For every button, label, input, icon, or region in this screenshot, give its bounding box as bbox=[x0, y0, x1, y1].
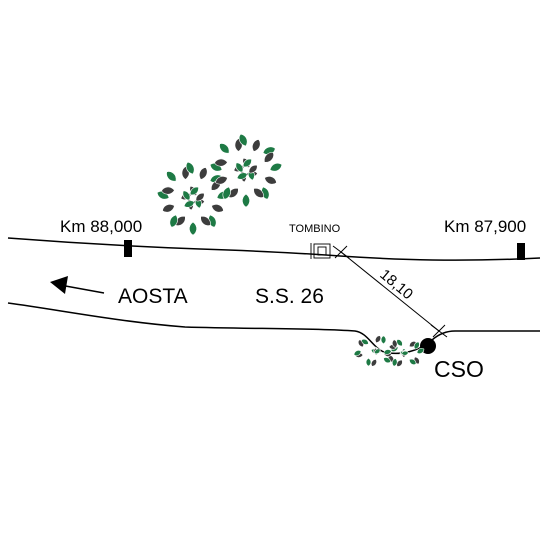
shrub-icon bbox=[353, 335, 399, 367]
arrow-left-icon bbox=[50, 276, 105, 294]
measure-tick-top bbox=[332, 245, 350, 259]
km-87900-label: Km 87,900 bbox=[444, 217, 526, 236]
road-lower-edge bbox=[7, 302, 540, 355]
shrub-icon bbox=[383, 339, 425, 367]
tree-canopy-icon bbox=[209, 133, 283, 208]
km-88000-post bbox=[124, 240, 132, 257]
measure-tick-bottom bbox=[430, 324, 448, 338]
culvert-icon bbox=[310, 243, 331, 259]
km-87900-post bbox=[517, 243, 525, 260]
distance-line bbox=[340, 251, 440, 332]
direction-label: AOSTA bbox=[118, 285, 188, 308]
distance-label: 18,10 bbox=[376, 266, 416, 303]
road-label: S.S. 26 bbox=[255, 285, 324, 308]
station-label: CSO bbox=[434, 356, 484, 382]
km-88000-label: Km 88,000 bbox=[60, 217, 142, 236]
culvert-label: TOMBINO bbox=[289, 223, 341, 235]
tree-canopy-icon bbox=[156, 161, 230, 236]
road-upper-edge bbox=[7, 237, 541, 261]
